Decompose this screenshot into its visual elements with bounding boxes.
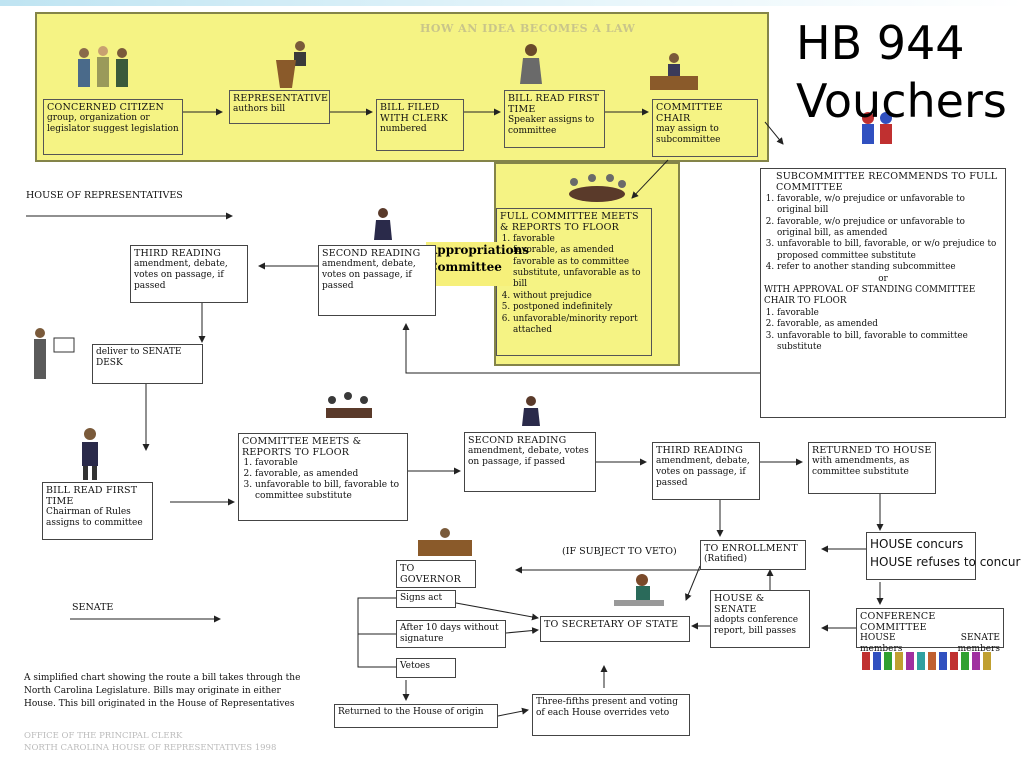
full-committee-item: postponed indefinitely (513, 302, 648, 313)
approval-item: favorable, as amended (777, 319, 1002, 330)
conference-senate-members: SENATE members (957, 633, 1000, 654)
group-figure-icon (862, 112, 892, 144)
box-secretary-of-state: TO SECRETARY OF STATE (540, 616, 690, 642)
box-to-enrollment: TO ENROLLMENT (Ratified) (700, 540, 806, 570)
label-house-of-representatives: HOUSE OF REPRESENTATIVES (26, 190, 183, 201)
approval-label: WITH APPROVAL OF STANDING COMMITTEE CHAI… (764, 285, 976, 307)
speaker-at-podium-icon (276, 41, 306, 88)
footnote: A simplified chart showing the route a b… (24, 673, 301, 709)
conference-members-icon (862, 652, 991, 670)
house-reader-icon (374, 208, 392, 240)
appropriations-callout: Appropriations Committee (426, 242, 529, 286)
messenger-figure-icon (34, 328, 75, 379)
box-senate-committee: COMMITTEE MEETS & REPORTS TO FLOOR favor… (238, 433, 408, 521)
full-committee-item: unfavorable/minority report attached (513, 314, 648, 337)
box-conference-committee: CONFERENCE COMMITTEE HOUSE members SENAT… (856, 608, 1004, 654)
box-signs-act: Signs act (396, 590, 456, 608)
senate-committee-item: unfavorable to bill, favorable to commit… (255, 480, 404, 502)
approval-item: unfavorable to bill, favorable to commit… (777, 331, 1002, 354)
box-senate-first-reading: BILL READ FIRST TIME Chairman of Rules a… (42, 482, 153, 540)
box-bill-read-first: BILL READ FIRST TIME Speaker assigns to … (504, 90, 605, 148)
office-line-1: OFFICE OF THE PRINCIPAL CLERK (24, 731, 183, 741)
subcommittee-item: favorable, w/o prejudice or unfavorable … (777, 194, 1002, 217)
full-committee-item: favorable as to committee substitute, un… (513, 257, 648, 291)
committee-table-icon (569, 174, 626, 202)
box-full-committee: FULL COMMITTEE MEETS & REPORTS TO FLOOR … (496, 208, 652, 356)
label-senate: SENATE (72, 602, 114, 613)
box-committee-chair: COMMITTEE CHAIR may assign to subcommitt… (652, 99, 758, 157)
box-house-concurs: HOUSE concurs HOUSE refuses to concur (866, 532, 1021, 580)
senate-committee-item: favorable (255, 458, 404, 469)
box-vetoes: Vetoes (396, 658, 456, 678)
approval-item: favorable (777, 308, 1002, 319)
highlight-top-row (35, 12, 769, 162)
office-line-2: NORTH CAROLINA HOUSE OF REPRESENTATIVES … (24, 743, 277, 753)
office-credit: OFFICE OF THE PRINCIPAL CLERK NORTH CARO… (24, 730, 276, 754)
senate-committee-item: favorable, as amended (255, 469, 404, 480)
box-senate-second-reading: SECOND READING amendment, debate, votes … (464, 432, 596, 492)
subcommittee-item: refer to another standing subcommittee (777, 262, 1002, 273)
secretary-figure-icon (614, 574, 664, 606)
box-returned-to-origin: Returned to the House of origin (334, 704, 498, 728)
conference-house-members: HOUSE members (860, 633, 903, 654)
woman-figure-icon (520, 44, 542, 84)
box-subcommittee: SUBCOMMITTEE RECOMMENDS TO FULL COMMITTE… (760, 168, 1006, 418)
slide-title: HB 944 Vouchers (796, 16, 1007, 128)
box-senate-third-reading: THIRD READING amendment, debate, votes o… (652, 442, 760, 500)
box-house-third-reading: THIRD READING amendment, debate, votes o… (130, 245, 248, 303)
box-override: Three-fifths present and voting of each … (532, 694, 690, 736)
chart-heading: HOW AN IDEA BECOMES A LAW (420, 22, 636, 35)
box-concerned-citizen: CONCERNED CITIZEN group, organization or… (43, 99, 183, 155)
box-representative: REPRESENTATIVE authors bill (229, 90, 330, 124)
box-to-governor: TO GOVERNOR (396, 560, 476, 588)
top-accent-bar (0, 0, 1024, 6)
box-returned-to-house: RETURNED TO HOUSE with amendments, as co… (808, 442, 936, 494)
label-if-subject-to-veto: (IF SUBJECT TO VETO) (562, 546, 677, 557)
senator-figure-icon (82, 428, 98, 480)
governor-desk-icon (418, 528, 472, 556)
box-house-and-senate: HOUSE & SENATE adopts conference report,… (710, 590, 810, 648)
or-label: or (878, 273, 888, 284)
subcommittee-item: unfavorable to bill, favorable, or w/o p… (777, 239, 1002, 262)
full-committee-item: favorable (513, 234, 648, 245)
senate-reader-icon (522, 396, 540, 426)
box-bill-filed: BILL FILED WITH CLERK numbered (376, 99, 464, 151)
full-committee-item: favorable, as amended (513, 245, 648, 256)
house-refuses-text: HOUSE refuses to concur (870, 555, 1021, 569)
box-after-10-days: After 10 days without signature (396, 620, 506, 648)
chair-at-desk-icon (650, 53, 698, 90)
box-house-second-reading: SECOND READING amendment, debate, votes … (318, 245, 436, 316)
full-committee-item: without prejudice (513, 291, 648, 302)
senate-committee-table-icon (326, 392, 372, 418)
subcommittee-item: favorable, w/o prejudice or unfavorable … (777, 217, 1002, 240)
house-concurs-text: HOUSE concurs (870, 537, 964, 551)
box-senate-desk: deliver to SENATE DESK (92, 344, 203, 384)
citizens-figure-icon (78, 46, 128, 87)
